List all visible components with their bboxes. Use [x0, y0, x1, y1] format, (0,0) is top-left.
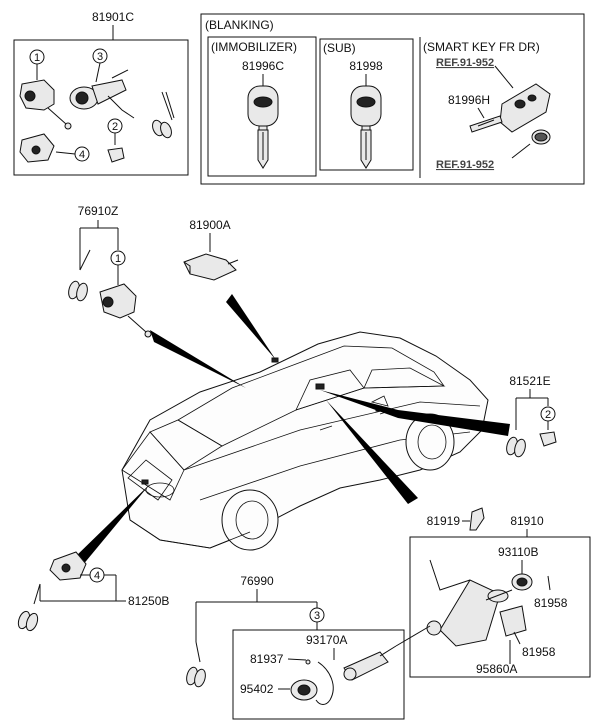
harness-93170a-icon [305, 645, 397, 705]
label-81521e: 81521E [509, 374, 550, 388]
group-81910: 81919 81910 93110B 81958 81958 95860A [409, 507, 591, 678]
box-81910 [409, 536, 591, 678]
cap-81521e-icon [539, 431, 557, 447]
callout-2: 2 [112, 121, 118, 133]
label-81958-a: 81958 [534, 596, 568, 610]
label-81958-b: 81958 [522, 645, 556, 659]
label-81996c: 81996C [242, 59, 284, 73]
label-76910z: 76910Z [78, 204, 119, 218]
ignition-switch-icon [426, 559, 527, 647]
label-81910: 81910 [510, 514, 544, 528]
group-81250b: 4 81250B [17, 551, 169, 632]
label-81998: 81998 [349, 59, 383, 73]
wedge-81910 [326, 400, 418, 504]
key-pair-76910z-icon [68, 249, 91, 302]
group-blanking: (BLANKING) (IMMOBILIZER) 81996C (SUB) 81… [200, 13, 585, 185]
box-81901c [13, 39, 189, 176]
trunk-lock-icon [19, 133, 55, 163]
box-immobilizer [207, 36, 317, 177]
group-81901c: 81901C 1 3 [13, 10, 189, 176]
cap-icon [107, 147, 125, 163]
ref-91-952-bottom[interactable]: REF.91-952 [436, 159, 494, 171]
label-95402: 95402 [240, 682, 274, 696]
ref-91-952-top[interactable]: REF.91-952 [436, 57, 494, 69]
label-81919: 81919 [427, 514, 461, 528]
immobilizer-title: (IMMOBILIZER) [211, 40, 297, 54]
trunk-lock-81250b-icon [49, 551, 87, 581]
sub-title: (SUB) [323, 41, 356, 55]
module-81900a-icon [183, 253, 239, 281]
group-81900a: 81900A [183, 218, 239, 281]
callout-4: 4 [79, 149, 85, 161]
ignition-cylinder-icon [69, 69, 135, 119]
wedge-76910z [150, 330, 246, 388]
bolt-81919-icon [469, 507, 485, 531]
key-pair-81250b-icon [17, 583, 41, 632]
key-pair-76990-icon [186, 641, 206, 688]
label-81900a: 81900A [189, 218, 230, 232]
label-81250b: 81250B [128, 594, 169, 608]
label-81996h: 81996H [448, 93, 490, 107]
callout-81250b: 4 [94, 570, 100, 582]
door-lock-cylinder-icon [19, 79, 72, 130]
callout-81521e: 2 [545, 409, 551, 421]
box-93170a [232, 629, 405, 720]
label-93110b: 93110B [498, 545, 538, 559]
label-81901c: 81901C [92, 10, 134, 24]
callout-76910z: 1 [115, 253, 121, 265]
key-pair-icon [152, 91, 175, 139]
label-76990: 76990 [240, 574, 274, 588]
key-pair-81521e-icon [506, 436, 526, 458]
leader-wedges [72, 294, 510, 566]
group-76910z: 76910Z 1 [68, 204, 152, 338]
wedge-81250b [72, 484, 150, 566]
blanking-title: (BLANKING) [205, 18, 274, 32]
callout-76990: 3 [314, 610, 320, 622]
emergency-key-icon [469, 115, 503, 133]
sub-key-icon [350, 85, 382, 169]
wedge-81521e [320, 390, 510, 436]
callout-1: 1 [34, 52, 40, 64]
door-lock-76910z-icon [99, 283, 152, 338]
group-76990: 76990 3 93170A 81937 95402 [186, 574, 431, 720]
group-81521e: 81521E 2 [506, 374, 557, 458]
callout-3: 3 [97, 51, 103, 63]
label-93170a: 93170A [306, 633, 347, 647]
smart-key-fob-icon [499, 83, 551, 133]
immobilizer-key-icon [247, 85, 279, 169]
battery-icon [531, 129, 551, 145]
ring-93110b-icon [511, 573, 533, 591]
smart-key-title: (SMART KEY FR DR) [423, 40, 540, 54]
box-blanking [200, 13, 585, 185]
label-81937: 81937 [250, 652, 284, 666]
antenna-ring-95402-icon [290, 679, 318, 701]
wedge-81900a [226, 294, 276, 360]
car-illustration [121, 331, 489, 551]
label-95860a: 95860A [476, 662, 517, 676]
box-sub [319, 38, 414, 171]
